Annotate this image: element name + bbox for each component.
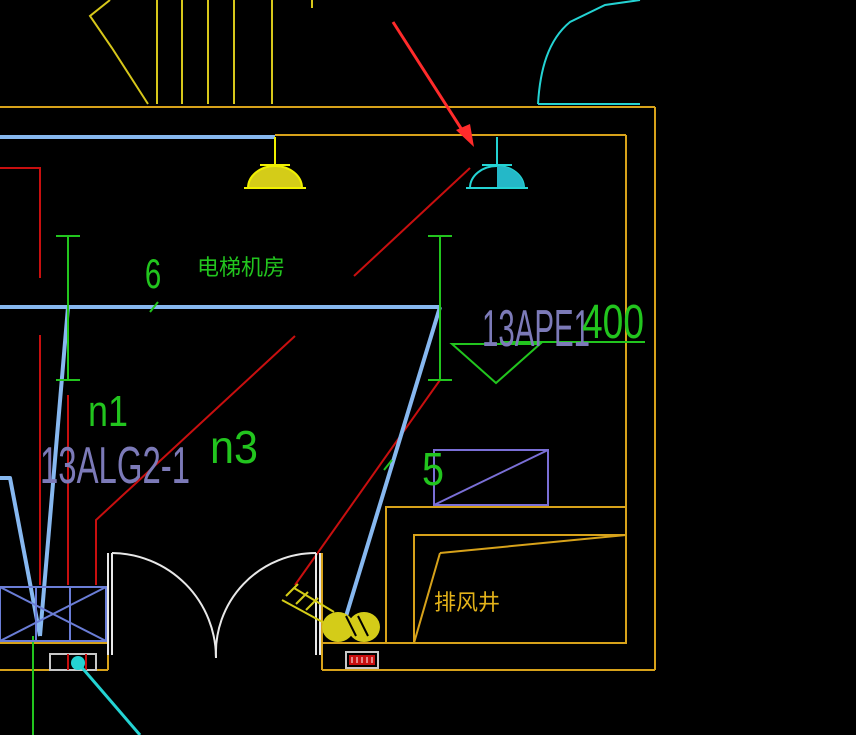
elevator-control-box	[0, 586, 107, 642]
cyan-duct-curve	[537, 0, 641, 105]
lamp-yellow-icon	[244, 137, 306, 189]
exhaust-shaft	[385, 506, 627, 644]
ground-triangle-icon	[449, 343, 543, 385]
blue-wiring	[0, 135, 442, 637]
cyan-fixture-icon	[71, 656, 142, 735]
tag-13alg: 13ALG2-1	[40, 437, 190, 495]
exhaust-fan-icon	[281, 583, 380, 642]
shaft-name-label: 排风井	[434, 591, 500, 616]
lamp-cyan-icon	[466, 137, 528, 189]
red-arrow-icon	[391, 21, 474, 147]
tag-n1: n1	[88, 387, 128, 436]
tag-6: 6	[145, 250, 161, 298]
tag-n3: n3	[210, 421, 258, 473]
room-name-label: 电梯机房	[197, 256, 285, 281]
tag-13apb: 13APE1	[482, 300, 590, 358]
red-wiring	[0, 167, 471, 586]
socket-box-right	[345, 651, 379, 669]
top-stair-structure	[88, 0, 313, 105]
tag-5: 5	[422, 443, 444, 495]
tag-1400: 400	[582, 296, 644, 349]
socket-box-left	[49, 653, 97, 671]
dimension-markers	[32, 235, 645, 735]
equipment-box	[433, 449, 549, 506]
door-swing-icon	[107, 551, 321, 659]
